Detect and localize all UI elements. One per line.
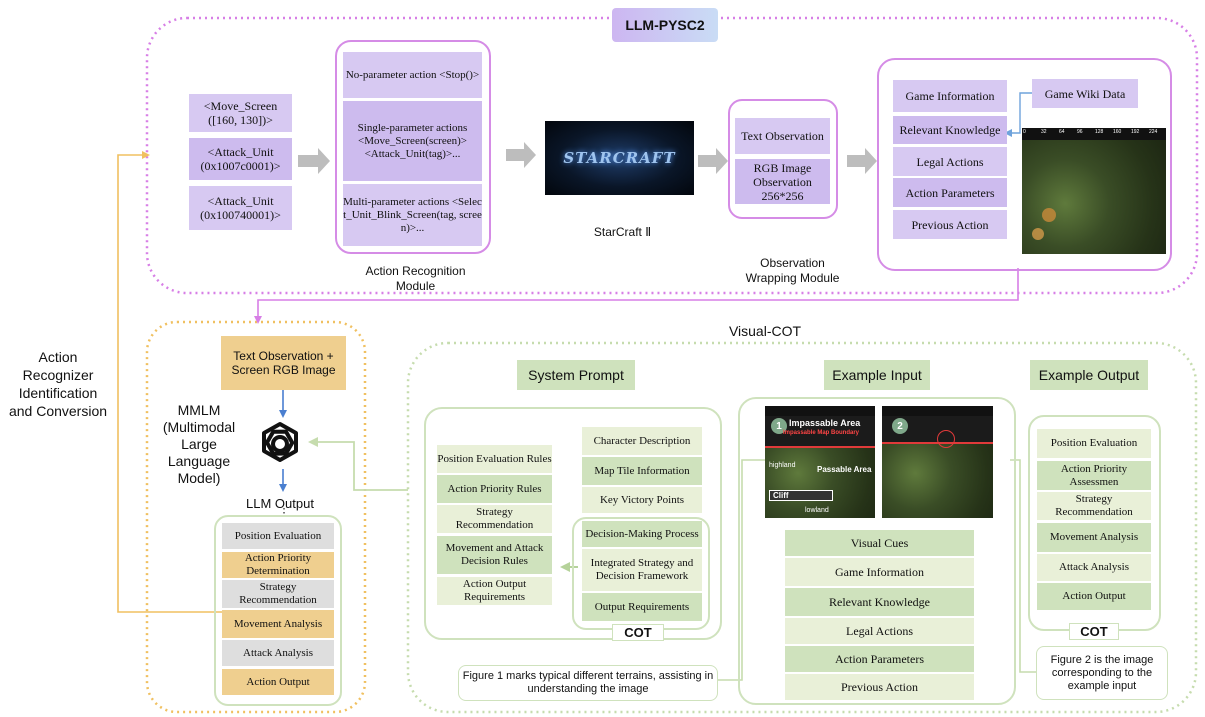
map-marker-1: 1: [771, 418, 787, 434]
example-input-panel: [738, 397, 1016, 705]
no-param-box: No-parameter action <Stop()>: [343, 52, 482, 98]
map-label-passable: Passable Area: [817, 465, 872, 474]
cot-item: Output Requirements: [582, 593, 702, 621]
input-item: Game Information: [785, 558, 974, 586]
arrow-arm-to-sc: [506, 142, 536, 168]
llm-output-item: Movement Analysis: [222, 610, 334, 638]
visual-cot-border: [406, 341, 1198, 714]
input-item: Action Parameters: [785, 646, 974, 672]
owm-label: Observation Wrapping Module: [745, 256, 840, 285]
info-item: Relevant Knowledge: [893, 116, 1007, 144]
map-marker-2: 2: [892, 418, 908, 434]
prompt-item: Map Tile Information: [582, 457, 702, 485]
input-item: Relevant Knowledge: [785, 588, 974, 616]
system-prompt-panel: [424, 407, 722, 640]
prompt-item: Key Victory Points: [582, 487, 702, 513]
output-item: Action Output: [1037, 583, 1151, 610]
llm-output-item: Attack Analysis: [222, 640, 334, 666]
title-text: LLM-PYSC2: [625, 17, 705, 33]
action-recognition-module: [335, 40, 491, 254]
note-figure-1: Figure 1 marks typical different terrain…: [458, 665, 718, 701]
cot-to-mmlm-line: [314, 441, 408, 491]
single-param-box: Single-parameter actions <Move_Screen(sc…: [343, 101, 482, 181]
llm-output-item: Action Priority Determination: [222, 552, 334, 578]
input-item: Visual Cues: [785, 530, 974, 556]
output-cot-label: COT: [1069, 623, 1119, 640]
note-figure-2: Figure 2 is the image corresponding to t…: [1036, 646, 1168, 700]
multi-param-box: Multi-parameter actions <Select_Unit_Bli…: [343, 184, 482, 246]
rule-item: Strategy Recommendation: [437, 505, 552, 533]
rule-item: Action Output Requirements: [437, 577, 552, 605]
rule-item: Action Priority Rules: [437, 475, 552, 503]
llm-output-item: Position Evaluation: [222, 523, 334, 549]
input-item: Legal Actions: [785, 618, 974, 644]
mmlm-module-border: [145, 320, 367, 714]
title-badge: LLM-PYSC2: [612, 8, 718, 42]
action-item: <Move_Screen ([160, 130])>: [189, 94, 292, 132]
llm-output-item: Action Output: [222, 669, 334, 695]
output-item: Attack Analysis: [1037, 554, 1151, 581]
info-item: Previous Action: [893, 210, 1007, 239]
observation-wrapping-module: [728, 99, 838, 219]
example-output-header: Example Output: [1030, 360, 1148, 390]
rule-item: Movement and Attack Decision Rules: [437, 536, 552, 574]
map-label-boundary: Impassable Map Boundary: [783, 430, 860, 436]
terrain-map-figure-1: 1 Impassable Area Impassable Map Boundar…: [765, 406, 875, 518]
output-item: Action Priority Assessmen: [1037, 461, 1151, 490]
mmlm-label: MMLM (Multimodal Large Language Model): [162, 402, 236, 486]
info-item: Game Information: [893, 80, 1007, 112]
prompt-item: Character Description: [582, 427, 702, 455]
mmlm-input-box: Text Observation + Screen RGB Image: [221, 336, 346, 390]
text-observation-box: Text Observation: [735, 118, 830, 154]
obs-to-mmlm-line: [257, 268, 1019, 320]
terrain-map-figure-2: 2: [882, 406, 993, 518]
output-item: Strategy Recommendation: [1037, 492, 1151, 520]
arrow-owm-to-info: [847, 148, 877, 174]
system-prompt-header: System Prompt: [517, 360, 635, 390]
llm-output-dots: ⋮: [278, 507, 290, 519]
feedback-loop-line: [117, 154, 230, 613]
visual-cot-title: Visual-COT: [728, 323, 802, 339]
example-input-header: Example Input: [824, 360, 930, 390]
starcraft-logo-image: STARCRAFT: [545, 121, 694, 195]
wiki-arrow: [1010, 92, 1032, 134]
llm-output-panel: [214, 515, 342, 706]
cot-item: Integrated Strategy and Decision Framewo…: [582, 549, 702, 591]
wiki-box: Game Wiki Data: [1032, 79, 1138, 108]
output-item: Position Evaluation: [1037, 429, 1151, 458]
map-label-lowland: lowland: [805, 507, 829, 514]
llm-output-item: Strategy Recommendation: [222, 580, 334, 608]
starcraft-caption: StarCraft Ⅱ: [593, 225, 652, 239]
arrow-actions-to-arm: [298, 148, 330, 174]
map-label-cliff: Cliff: [769, 490, 833, 501]
action-item: <Attack_Unit (0x100740001)>: [189, 186, 292, 230]
action-item: <Attack_Unit (0x1007c0001)>: [189, 138, 292, 180]
arrow-sc-to-owm: [698, 148, 728, 174]
output-item: Movement Analysis: [1037, 523, 1151, 552]
cot-item: Decision-Making Process: [582, 521, 702, 547]
rule-item: Position Evaluation Rules: [437, 445, 552, 473]
arm-label: Action Recognition Module: [365, 264, 466, 293]
cot-label: COT: [612, 624, 664, 641]
info-panel: [877, 58, 1172, 271]
map-label-impassable: Impassable Area: [789, 418, 861, 428]
input-item: Previous Action: [785, 674, 974, 700]
left-label: Action Recognizer Identification and Con…: [8, 349, 108, 419]
starcraft-logo-text: STARCRAFT: [563, 149, 676, 167]
info-item: Legal Actions: [893, 147, 1007, 176]
rgb-observation-box: RGB Image Observation 256*256: [735, 159, 830, 204]
llm-logo-icon: [262, 422, 298, 462]
llm-output-label: LLM Output: [246, 496, 314, 511]
info-item: Action Parameters: [893, 178, 1007, 207]
map-label-highland: highland: [769, 462, 796, 469]
